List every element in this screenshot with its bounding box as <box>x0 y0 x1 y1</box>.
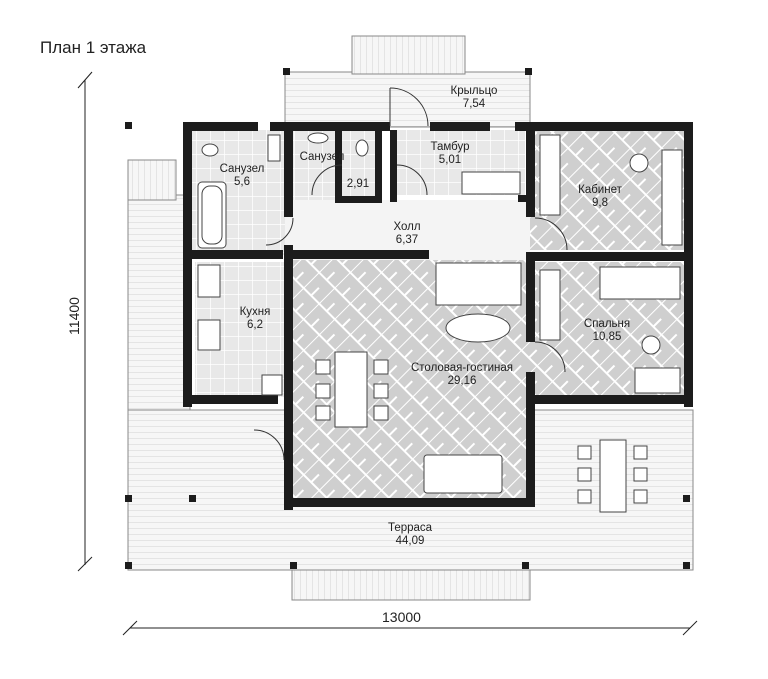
terrace-steps <box>291 569 531 601</box>
dimension-lines <box>77 71 698 636</box>
dimension-width: 13000 <box>382 609 421 625</box>
chairs <box>315 153 661 504</box>
room-label-bathroom-2: Санузел <box>299 151 345 163</box>
walls <box>183 122 693 510</box>
door-swings <box>253 87 568 461</box>
dimension-height: 11400 <box>66 297 82 335</box>
room-label-wc: 2,91 <box>346 178 370 190</box>
fixtures <box>197 132 683 513</box>
plan-title: План 1 этажа <box>40 38 147 57</box>
porch-deck <box>284 35 531 128</box>
columns <box>125 68 690 569</box>
